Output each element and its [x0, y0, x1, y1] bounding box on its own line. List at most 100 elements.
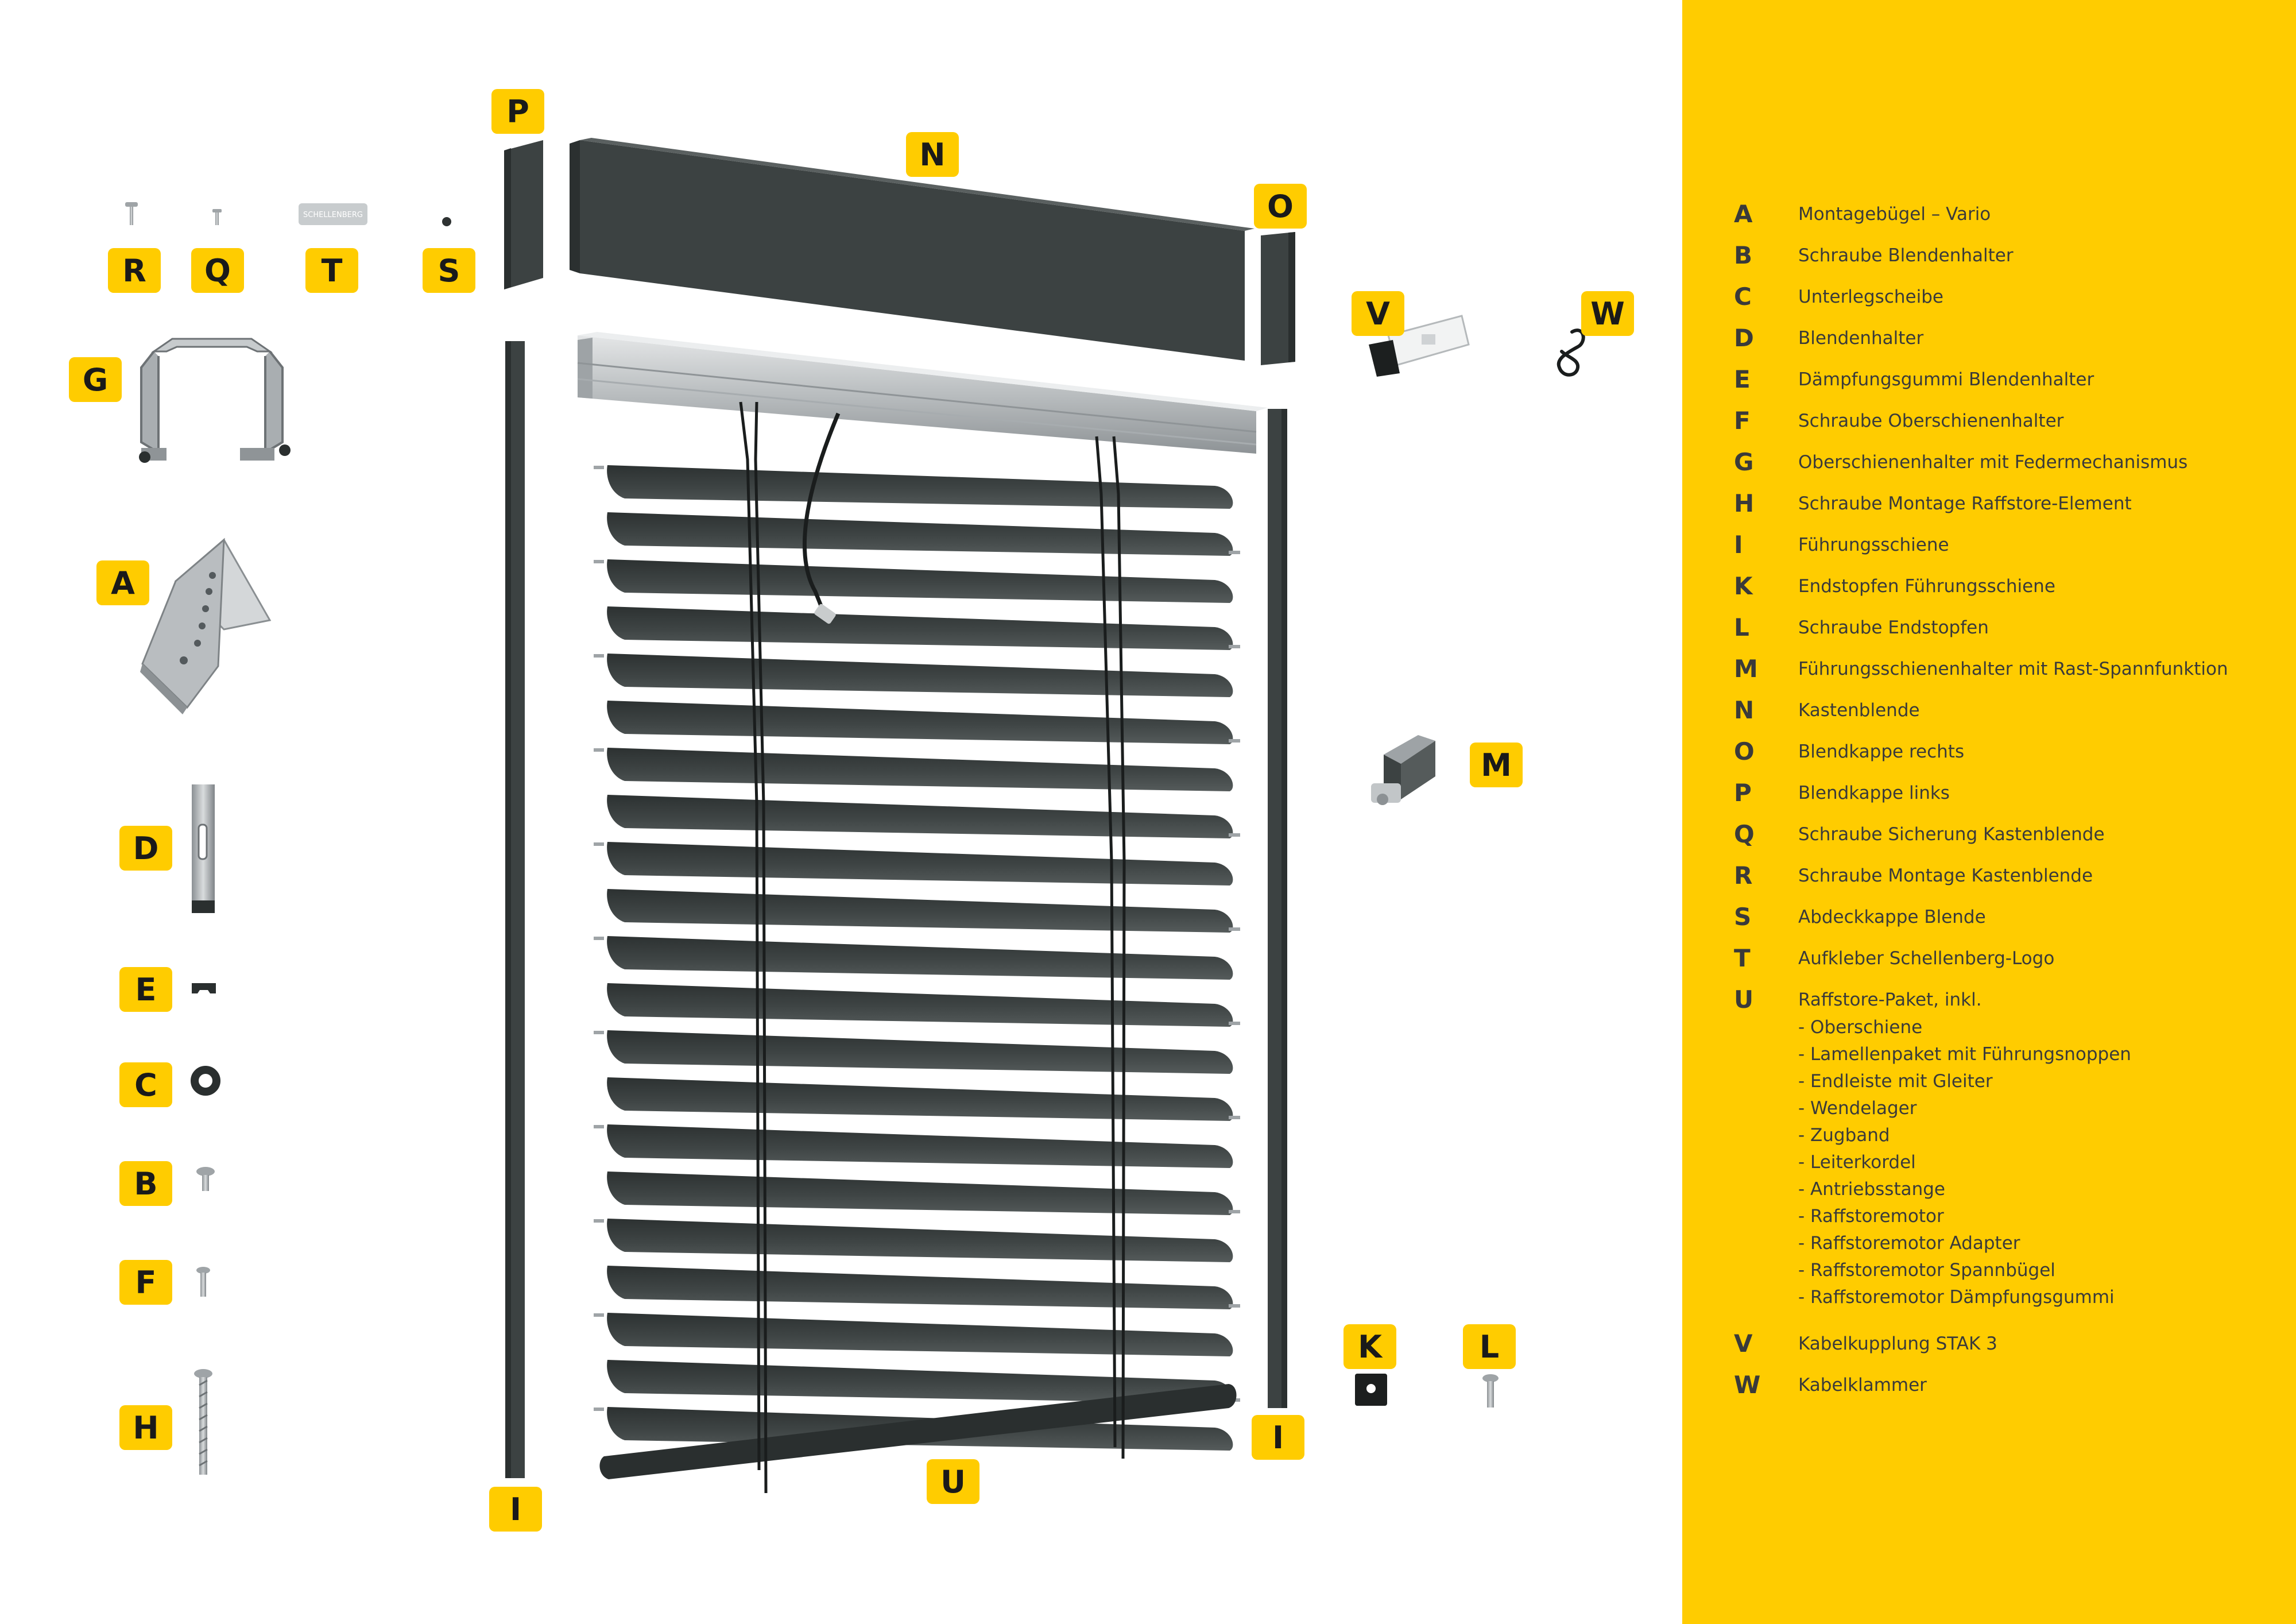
legend-letter: E: [1734, 365, 1751, 393]
legend-text: Schraube Endstopfen: [1798, 617, 1989, 638]
legend-text: Kabelkupplung STAK 3: [1798, 1333, 1997, 1354]
legend-text: Endstopfen Führungsschiene: [1798, 576, 2055, 597]
legend-letter: H: [1734, 489, 1755, 517]
legend-letter: R: [1734, 861, 1753, 890]
legend-text: Kastenblende: [1798, 700, 1920, 721]
slat: [607, 512, 1233, 556]
legend-text: Oberschienenhalter mit Federmechanismus: [1798, 452, 2188, 473]
end-cap-left-part-p: [504, 140, 543, 289]
legend-letter: A: [1734, 200, 1753, 228]
slat: [607, 1360, 1233, 1403]
legend-subitem: - Raffstoremotor Dämpfungsgummi: [1798, 1287, 2115, 1308]
screw-part-r: [125, 202, 138, 225]
legend-letter: L: [1734, 613, 1749, 641]
slat: [607, 559, 1233, 603]
end-cap-right-part-o: [1261, 232, 1295, 365]
callout-i-right: I: [1252, 1415, 1304, 1460]
callout-k: K: [1343, 1324, 1396, 1369]
legend-letter: G: [1734, 448, 1754, 476]
legend-text: Schraube Montage Raffstore-Element: [1798, 493, 2132, 514]
slat: [607, 842, 1233, 886]
callout-i-left: I: [489, 1487, 542, 1532]
legend-subitem: - Antriebsstange: [1798, 1179, 1946, 1200]
legend-letter: V: [1734, 1329, 1753, 1358]
legend-text: Unterlegscheibe: [1798, 287, 1943, 307]
ladder-cords: [739, 401, 1126, 1494]
motor-plug: [814, 604, 836, 624]
callout-a: A: [96, 560, 149, 605]
legend-item-p: P Blendkappe links: [1734, 779, 2279, 807]
legend-text: Raffstore-Paket, inkl.: [1798, 989, 1982, 1010]
legend-text: Aufkleber Schellenberg-Logo: [1798, 948, 2055, 969]
slat: [607, 983, 1233, 1027]
cover-holder-part-d: [192, 784, 215, 913]
legend-letter: D: [1734, 324, 1754, 352]
callout-c: C: [119, 1062, 172, 1107]
legend-letter: S: [1734, 903, 1752, 931]
legend-letter: O: [1734, 737, 1755, 765]
washer-part-c: [191, 1066, 220, 1096]
legend-text: Blendkappe rechts: [1798, 741, 1965, 762]
callout-q: Q: [191, 248, 244, 293]
legend-letter: T: [1734, 944, 1751, 972]
legend-text: Blendenhalter: [1798, 328, 1924, 349]
slat-package-part-u: [594, 465, 1240, 1479]
legend-letter: M: [1734, 655, 1758, 683]
guide-rail-left-part-i: [505, 341, 525, 1478]
callout-u: U: [927, 1459, 979, 1504]
slat: [607, 889, 1233, 933]
slat: [607, 1313, 1233, 1356]
callout-l: L: [1463, 1324, 1516, 1369]
legend-letter: W: [1734, 1371, 1761, 1399]
callout-t: T: [305, 248, 358, 293]
callout-b: B: [119, 1161, 172, 1206]
slat: [607, 654, 1233, 697]
legend-sublist: - Oberschiene- Lamellenpaket mit Führung…: [1798, 1014, 2131, 1311]
exploded-parts-diagram: SCHELLENBERG: [69, 89, 1634, 1532]
legend-letter: K: [1734, 572, 1753, 600]
legend-letter: P: [1734, 779, 1752, 807]
legend-letter: I: [1734, 531, 1743, 559]
legend-text: Dämpfungsgummi Blendenhalter: [1798, 369, 2094, 390]
callout-o: O: [1254, 184, 1307, 229]
rail-holder-part-g: [139, 338, 291, 463]
legend-subitem: - Raffstoremotor Adapter: [1798, 1233, 2020, 1254]
legend-item-e: E Dämpfungsgummi Blendenhalter: [1734, 365, 2279, 394]
cable-clip-part-w: [1557, 328, 1585, 377]
callout-g: G: [69, 357, 122, 402]
legend-subitem: - Endleiste mit Gleiter: [1798, 1071, 1993, 1092]
legend-item-l: L Schraube Endstopfen: [1734, 613, 2279, 642]
legend-text: Kabelklammer: [1798, 1375, 1927, 1395]
damping-rubber-part-e: [192, 983, 216, 993]
slat: [607, 701, 1233, 744]
legend-item-d: D Blendenhalter: [1734, 324, 2279, 353]
legend-text: Blendkappe links: [1798, 783, 1950, 803]
slat: [607, 1171, 1233, 1215]
callout-h: H: [119, 1405, 172, 1450]
legend-text: Schraube Sicherung Kastenblende: [1798, 824, 2105, 845]
cable-coupling-part-v: [1369, 315, 1470, 377]
legend-item-o: O Blendkappe rechts: [1734, 737, 2279, 766]
callout-p: P: [491, 89, 544, 134]
slat: [607, 1266, 1233, 1309]
legend-subitem: - Raffstoremotor: [1798, 1206, 1944, 1227]
slat: [607, 795, 1233, 838]
slat: [607, 606, 1233, 650]
legend-letter: U: [1734, 985, 1754, 1014]
rail-holder-part-m: [1371, 735, 1435, 805]
slat: [607, 936, 1233, 980]
legend-letter: F: [1734, 407, 1751, 435]
callout-w: W: [1581, 291, 1634, 336]
slat: [607, 465, 1233, 509]
screw-part-l: [1482, 1374, 1499, 1408]
top-rail: [577, 332, 1268, 454]
